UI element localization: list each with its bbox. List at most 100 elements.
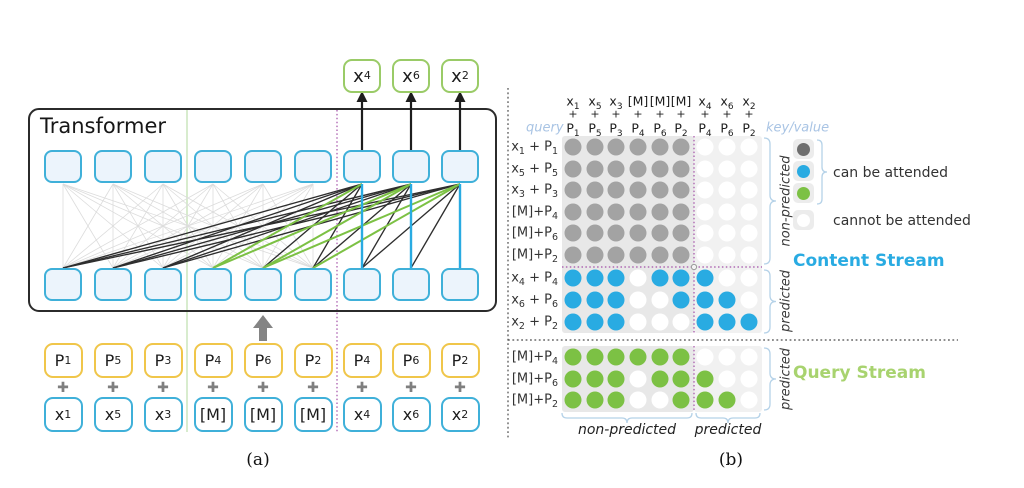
- matrix-dot: [696, 370, 714, 388]
- matrix-dot: [586, 291, 604, 309]
- matrix-dot: [718, 370, 736, 388]
- matrix-dot: [564, 138, 582, 156]
- matrix-dot: [607, 138, 625, 156]
- matrix-dot: [607, 313, 625, 331]
- matrix-dot: [651, 138, 669, 156]
- input-up-arrow-icon: [253, 315, 273, 328]
- query-row-label: [M]+P4: [511, 349, 558, 368]
- matrix-dot: [696, 269, 714, 287]
- content-row-label: x1 + P1: [511, 139, 558, 158]
- matrix-dot: [718, 224, 736, 242]
- encoder-top-cell: [294, 150, 332, 183]
- white-dot-icon: [797, 213, 810, 227]
- content-row-label: x3 + P3: [511, 182, 558, 201]
- plus-icon: ✚: [257, 380, 269, 396]
- matrix-dot: [696, 138, 714, 156]
- matrix-dot: [672, 291, 690, 309]
- matrix-dot: [629, 246, 647, 264]
- column-header-token: x1: [566, 93, 580, 112]
- matrix-dot: [672, 370, 690, 388]
- content-row-label: x6 + P6: [511, 292, 558, 311]
- transformer-label: Transformer: [40, 114, 167, 138]
- matrix-dot: [564, 348, 582, 366]
- matrix-dot: [740, 370, 758, 388]
- matrix-dot: [629, 160, 647, 178]
- matrix-dot: [607, 348, 625, 366]
- encoder-bottom-cell: [294, 268, 332, 301]
- matrix-dot: [696, 181, 714, 199]
- matrix-dot: [740, 203, 758, 221]
- encoder-bottom-cell: [343, 268, 381, 301]
- column-header-plus: +: [590, 107, 600, 121]
- column-header-plus: +: [611, 107, 621, 121]
- column-header-position: P3: [609, 120, 623, 139]
- matrix-dot: [607, 181, 625, 199]
- matrix-dot: [629, 348, 647, 366]
- plus-icon: ✚: [107, 380, 119, 396]
- transformer-box: [28, 108, 497, 312]
- content-row-label: x2 + P2: [511, 314, 558, 333]
- encoder-bottom-cell: [144, 268, 182, 301]
- matrix-dot: [718, 291, 736, 309]
- legend-cannot-be-attended-label: cannot be attended: [833, 213, 971, 229]
- matrix-dot: [740, 246, 758, 264]
- matrix-dot: [651, 246, 669, 264]
- encoder-top-cell: [343, 150, 381, 183]
- content-row-label: [M]+P6: [511, 225, 558, 244]
- matrix-dot: [564, 269, 582, 287]
- column-header-plus: +: [676, 107, 686, 121]
- matrix-dot: [586, 269, 604, 287]
- column-header-token: x2: [742, 93, 756, 112]
- matrix-dot: [718, 203, 736, 221]
- column-header-position: P2: [742, 120, 756, 139]
- matrix-dot: [740, 348, 758, 366]
- plus-icon: ✚: [157, 380, 169, 396]
- plus-icon: ✚: [57, 380, 69, 396]
- encoder-top-cell: [144, 150, 182, 183]
- matrix-dot: [629, 181, 647, 199]
- matrix-dot: [696, 246, 714, 264]
- matrix-dot: [718, 391, 736, 409]
- matrix-dot: [651, 224, 669, 242]
- input-up-arrow-stem: [259, 327, 267, 341]
- matrix-dot: [718, 269, 736, 287]
- matrix-dot: [607, 160, 625, 178]
- matrix-dot: [740, 224, 758, 242]
- matrix-dot: [672, 224, 690, 242]
- matrix-dot: [564, 370, 582, 388]
- encoder-top-cell: [441, 150, 479, 183]
- encoder-top-cell: [94, 150, 132, 183]
- plus-icon: ✚: [454, 380, 466, 396]
- matrix-dot: [740, 269, 758, 287]
- matrix-dot: [672, 348, 690, 366]
- content-row-label: [M]+P2: [511, 247, 558, 266]
- token-embedding-box: [M]: [243, 397, 283, 432]
- matrix-dot: [586, 391, 604, 409]
- matrix-dot: [607, 224, 625, 242]
- encoder-bottom-cell: [441, 268, 479, 301]
- matrix-dot: [718, 160, 736, 178]
- matrix-dot: [607, 203, 625, 221]
- side-label-predicted-query: predicted: [778, 348, 794, 410]
- column-header-position: P2: [674, 120, 688, 139]
- matrix-dot: [564, 224, 582, 242]
- matrix-dot: [672, 181, 690, 199]
- bottom-label-predicted: predicted: [694, 422, 762, 438]
- matrix-dot: [651, 203, 669, 221]
- encoder-top-cell: [44, 150, 82, 183]
- column-header-token: [M]: [627, 93, 649, 109]
- matrix-dot: [651, 181, 669, 199]
- caption-panel-b: (b): [718, 450, 744, 470]
